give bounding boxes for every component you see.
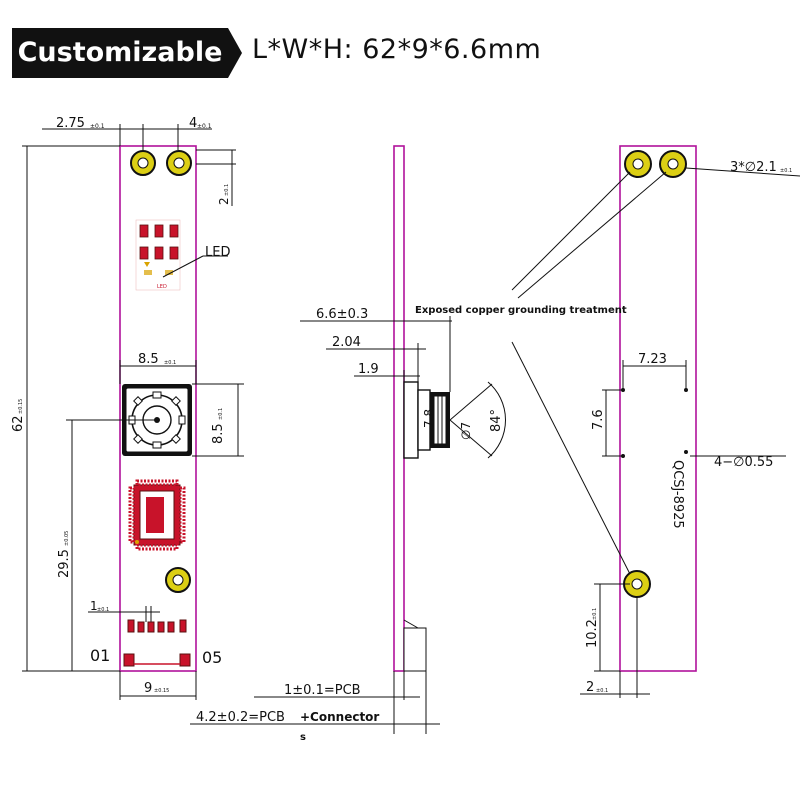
dim-29-5: 29.5 (57, 549, 72, 578)
dim-7-23: 7.23 (638, 352, 667, 367)
dim-2-top: 2 (217, 197, 231, 205)
svg-text:±0.1: ±0.1 (164, 360, 176, 366)
front-view: 2.75 ±0.1 4 ±0.1 2 ±0.1 LED (11, 116, 244, 700)
svg-text:±0.1: ±0.1 (218, 408, 224, 420)
dim-pcb-connector: 4.2±0.2=PCB (196, 710, 285, 725)
copper-grounding-note: Exposed copper grounding treatment (415, 305, 627, 316)
dim-9: 9 (144, 681, 152, 696)
dimensions-spec: L*W*H: 62*9*6.6mm (252, 34, 542, 65)
svg-text:s: s (300, 732, 306, 743)
model-number: QCSJ-8925 (670, 460, 685, 529)
back-pcb-outline (619, 145, 697, 672)
svg-text:±0.05: ±0.05 (64, 531, 70, 546)
dim-3-holes: 3*∅2.1 (730, 160, 777, 175)
dim-7-8: 7.8 (422, 409, 436, 428)
svg-text:±0.1: ±0.1 (596, 688, 608, 694)
pin-01-label: 01 (90, 646, 110, 665)
dim-1-9: 1.9 (358, 362, 379, 377)
side-lens-base (403, 381, 419, 459)
svg-text:±0.15: ±0.15 (154, 688, 169, 694)
dim-2-75: 2.75 (56, 116, 85, 131)
svg-text:±0.1: ±0.1 (780, 168, 792, 174)
svg-text:±0.1: ±0.1 (97, 607, 109, 613)
svg-text:±0.15: ±0.15 (18, 399, 24, 414)
dim-pcb-thickness: 1±0.1=PCB (284, 683, 361, 698)
dim-62: 62 (11, 415, 26, 432)
led-label: LED (205, 245, 230, 260)
dim-4-holes: 4−∅0.55 (714, 455, 773, 470)
badge-arrow (228, 28, 242, 78)
sensor-chip (128, 479, 186, 551)
dim-7-6: 7.6 (591, 409, 606, 430)
svg-text:±0.1: ±0.1 (224, 184, 230, 196)
dim-4: 4 (189, 116, 197, 131)
svg-text:+Connector: +Connector (300, 710, 379, 724)
test-point (684, 450, 688, 454)
svg-text:±0.1: ±0.1 (592, 608, 598, 620)
led-component: LED (135, 219, 181, 291)
customizable-badge: Customizable (12, 28, 228, 78)
dim-10-2: 10.2 (585, 619, 600, 648)
dim-8-5-height: 8.5 (211, 423, 226, 444)
svg-text:±0.1: ±0.1 (197, 123, 212, 130)
svg-text:±0.1: ±0.1 (90, 123, 105, 130)
dim-2-bottom: 2 (586, 680, 594, 695)
front-pcb-outline (119, 145, 197, 672)
fpc-connector (123, 619, 191, 667)
back-view: 3*∅2.1 ±0.1 Exposed copper grounding tre… (415, 145, 800, 698)
dim-2-04: 2.04 (332, 335, 361, 350)
side-connector (403, 627, 427, 672)
side-view: 6.6±0.3 2.04 1.9 7.8 ∅7 84° 1±0.1=PCB 4.… (190, 145, 506, 743)
test-point (684, 388, 688, 392)
dim-1: 1 (90, 599, 98, 613)
led-small-label: LED (157, 284, 167, 290)
pin-05-label: 05 (202, 648, 222, 667)
side-pcb-outline (393, 145, 405, 672)
dim-6-6: 6.6±0.3 (316, 307, 368, 322)
dim-phi7: ∅7 (459, 422, 473, 440)
dim-84-deg: 84° (489, 409, 504, 432)
dim-8-5-width: 8.5 (138, 352, 159, 367)
